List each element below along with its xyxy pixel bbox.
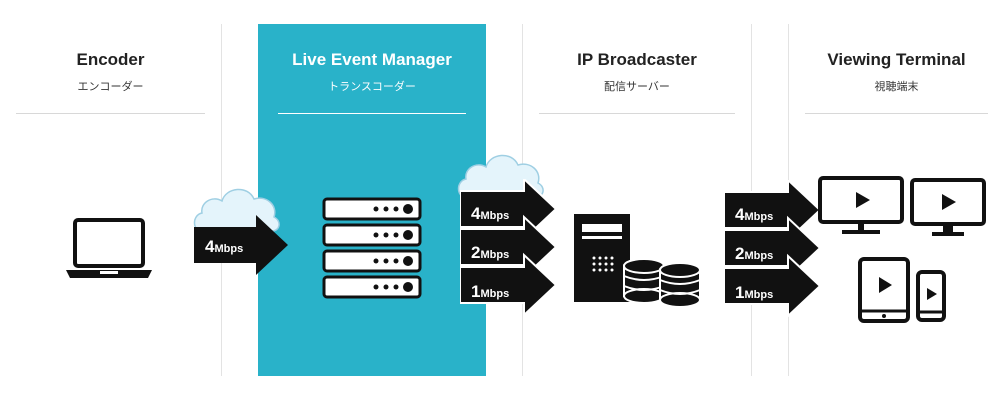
cloud-icon [457,154,544,198]
encoder-title: Encoder [76,50,145,69]
server-rack-icon [322,197,422,299]
arrow-group-lem-to-ipb [460,179,556,318]
vt-divider [805,113,988,114]
encoder-subtitle: エンコーダー [77,81,144,93]
phone-play-icon [916,270,946,322]
lem-subtitle: トランスコーダー [328,81,416,93]
lem-title: Live Event Manager [292,50,452,69]
column-live-event-manager: Live Event Manager トランスコーダー [258,24,486,376]
vt-title: Viewing Terminal [827,50,966,69]
monitor-play-icon [818,176,904,234]
ipb-divider [539,113,735,114]
column-ip-broadcaster: IP Broadcaster 配信サーバー [522,24,752,376]
arrow-label: 1Mbps [735,283,774,302]
encoder-divider [16,113,205,114]
lem-divider [278,113,466,114]
arrow-label: 2Mbps [735,244,774,263]
arrow-label: 1Mbps [471,282,510,301]
vt-subtitle: 視聴端末 [874,81,919,93]
arrow-label: 2Mbps [471,243,510,262]
arrow-label: 4Mbps [735,205,774,224]
arrow-encoder-to-lem [194,215,288,275]
arrow-label: 4Mbps [471,204,510,223]
column-encoder: Encoder エンコーダー [0,24,222,376]
ipb-subtitle: 配信サーバー [604,81,670,93]
arrow-group-ipb-to-vt [724,180,820,319]
arrow-label: 4Mbps [205,237,244,256]
tablet-play-icon [858,257,910,323]
desktop-play-icon [910,178,986,236]
laptop-icon [66,218,152,278]
server-database-icon [574,214,701,308]
ipb-title: IP Broadcaster [577,50,697,69]
